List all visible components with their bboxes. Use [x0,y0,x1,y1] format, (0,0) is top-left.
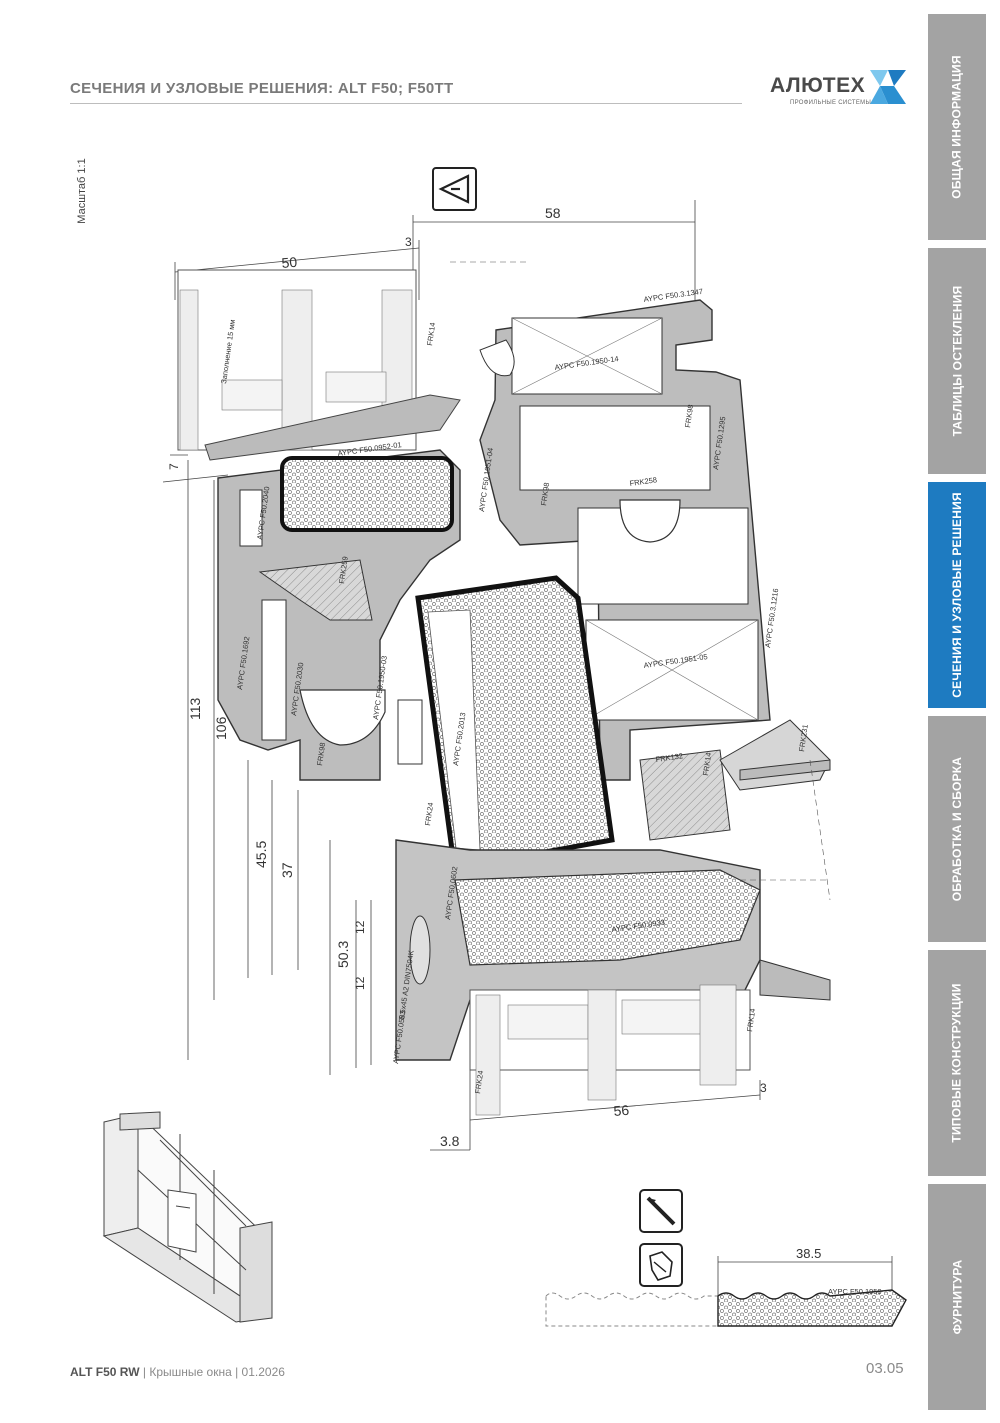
tab-processing[interactable]: ОБРАБОТКА И СБОРКА [928,716,986,942]
tab-sections[interactable]: СЕЧЕНИЯ И УЗЛОВЫЕ РЕШЕНИЯ [928,482,986,708]
logo-mark-icon [870,70,906,104]
main-glazing [415,575,615,867]
brand-logo: АЛЮТЕХ ПРОФИЛЬНЫЕ СИСТЕМЫ [770,66,910,110]
lower-assembly [395,719,831,1116]
upper-glazing [177,269,461,461]
dim-12-upper: 12 [353,920,367,934]
section-tabs: ОБЩАЯ ИНФОРМАЦИЯ ТАБЛИЦЫ ОСТЕКЛЕНИЯ СЕЧЕ… [928,14,986,1410]
label-frk98-mid: FRK98 [539,482,551,506]
label-f50-1959: AYPC F50.1959 [828,1287,882,1296]
tab-label: ОБРАБОТКА И СБОРКА [950,756,964,902]
dim-3-bottom: 3 [760,1081,767,1095]
label-frk14-lower: FRK14 [745,1008,757,1032]
knife-tool-icon [639,1189,683,1233]
sash-profile-left [217,449,461,781]
dim-3-8: 3.8 [440,1133,460,1149]
label-frk132: FRK132 [655,751,684,764]
label-frk231: FRK231 [797,724,810,753]
warning-symbol [432,167,477,211]
frame-profile-right [479,299,771,781]
dimension-lines [162,200,761,1151]
footer-product-name: ALT F50 RW [70,1365,140,1379]
dim-50-3: 50.3 [335,941,351,968]
dim-38-5: 38.5 [796,1246,821,1261]
tab-label: СЕЧЕНИЯ И УЗЛОВЫЕ РЕШЕНИЯ [950,492,964,698]
header-divider [70,103,742,104]
tab-label: ТАБЛИЦЫ ОСТЕКЛЕНИЯ [950,285,965,437]
dim-50: 50 [281,254,298,271]
logo-name: АЛЮТЕХ [770,74,866,97]
dim-3-top: 3 [405,235,412,249]
page-title: СЕЧЕНИЯ И УЗЛОВЫЕ РЕШЕНИЯ: ALT F50; F50T… [70,80,454,97]
label-frk14-top: FRK14 [425,322,437,346]
label-frk24-lower: FRK24 [473,1070,485,1094]
tab-label: ТИПОВЫЕ КОНСТРУКЦИИ [950,983,965,1143]
tab-glazing-tables[interactable]: ТАБЛИЦЫ ОСТЕКЛЕНИЯ [928,248,986,474]
tab-general-info[interactable]: ОБЩАЯ ИНФОРМАЦИЯ [928,14,986,240]
label-frk24-upper: FRK24 [423,802,435,826]
dim-45-5: 45.5 [253,841,269,868]
hand-pressure-icon [639,1243,683,1287]
label-frk258: FRK258 [629,475,658,488]
dim-7: 7 [167,463,181,470]
label-f50-3-1216: AYPC F50.3.1216 [763,588,780,649]
dim-113: 113 [187,697,203,720]
dim-58: 58 [545,205,561,221]
footer-product: ALT F50 RW | Крышные окна | 01.2026 [70,1365,285,1379]
label-frk259: FRK259 [337,556,350,585]
dim-37: 37 [279,862,295,878]
dim-56: 56 [613,1102,630,1119]
logo-tagline: ПРОФИЛЬНЫЕ СИСТЕМЫ [790,100,872,106]
dashed-guides [450,261,831,901]
dimension-labels: 58 50 3 7 113 106 45.5 37 50.3 12 12 56 … [167,205,767,1149]
tab-label: ФУРНИТУРА [950,1259,965,1335]
dim-106: 106 [213,716,229,740]
tab-label: ОБЩАЯ ИНФОРМАЦИЯ [950,55,964,199]
dim-12-lower: 12 [353,976,367,990]
tab-typical-constructions[interactable]: ТИПОВЫЕ КОНСТРУКЦИИ [928,950,986,1176]
label-frk98-low: FRK98 [315,742,327,766]
label-frk14-right: FRK14 [701,752,713,776]
tab-hardware[interactable]: ФУРНИТУРА [928,1184,986,1410]
isometric-sketch [102,1111,273,1323]
gasket-profile-f50-1959: 38.5 AYPC F50.1959 [545,1246,907,1327]
label-frk98-top: FRK98 [683,404,695,428]
cross-section-drawing: 58 50 3 7 113 106 45.5 37 50.3 12 12 56 … [102,167,907,1327]
page-number: 03.05 [866,1360,904,1377]
footer-product-rest: | Крышные окна | 01.2026 [139,1365,285,1379]
